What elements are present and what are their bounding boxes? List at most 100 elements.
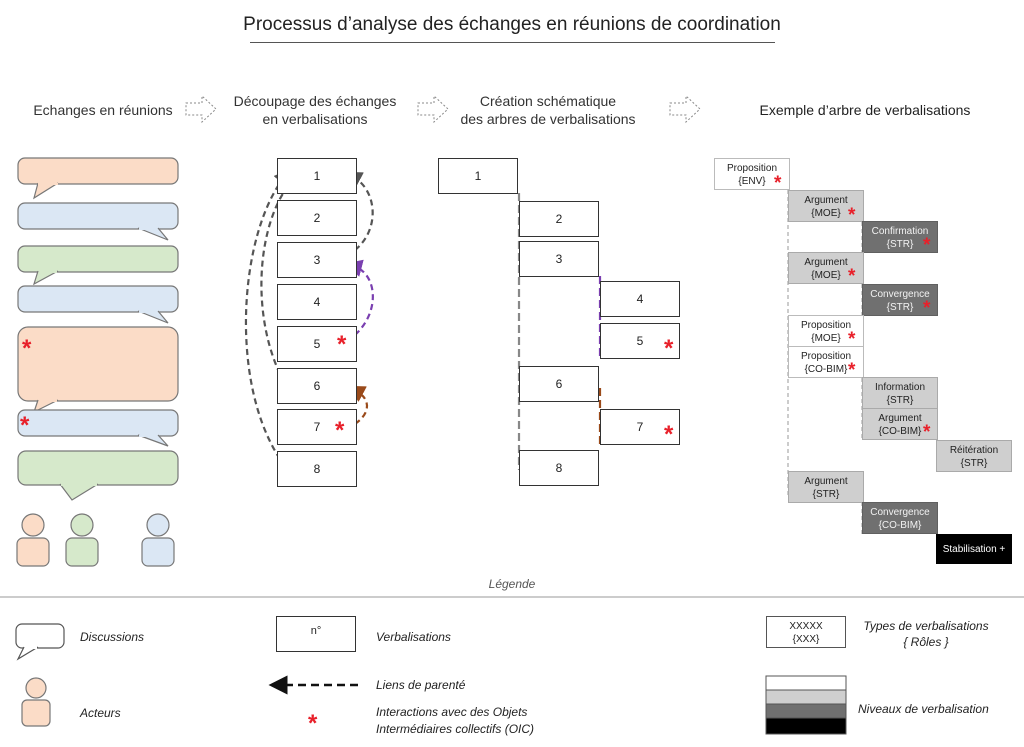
parent-link-6-1 bbox=[260, 174, 298, 375]
asterisk-icon: * bbox=[923, 422, 931, 443]
tree-node-type: Stabilisation + bbox=[942, 543, 1006, 555]
tree-node: Réitération {STR} bbox=[936, 440, 1012, 472]
legend-types-box-line1: XXXXX bbox=[789, 621, 823, 632]
tree-node-type: Réitération bbox=[949, 445, 999, 456]
verbalisation-box: 3 bbox=[277, 242, 357, 278]
tree-node-type: Argument bbox=[878, 413, 922, 424]
legend-niveaux-label: Niveaux de verbalisation bbox=[858, 702, 989, 716]
levels-swatch bbox=[765, 675, 847, 735]
tree-box: 2 bbox=[519, 201, 599, 237]
tree-node-role: {STR} bbox=[886, 239, 914, 250]
tree-box: 6 bbox=[519, 366, 599, 402]
tree-node: Proposition {ENV} bbox=[714, 158, 790, 190]
asterisk-icon: * bbox=[774, 173, 782, 194]
asterisk-icon: * bbox=[848, 329, 856, 350]
legend-interactions-line2: Intermédiaires collectifs (OIC) bbox=[376, 722, 535, 736]
page-title: Processus d’analyse des échanges en réun… bbox=[243, 14, 781, 35]
legend-discussions-label: Discussions bbox=[80, 630, 145, 644]
asterisk-icon: * bbox=[335, 417, 345, 444]
asterisk-icon: * bbox=[848, 205, 856, 226]
tree-node-role: {STR} bbox=[886, 395, 914, 406]
tree-node-role: {MOE} bbox=[811, 333, 841, 344]
parent-link-7-6 bbox=[347, 385, 369, 425]
asterisk-icon: * bbox=[664, 421, 674, 448]
tree-node-type: Convergence bbox=[870, 289, 930, 300]
asterisk-icon: * bbox=[22, 335, 32, 362]
tree-node-role: {STR} bbox=[960, 458, 988, 469]
tree-box: 5 bbox=[600, 323, 680, 359]
legend-heading: Légende bbox=[488, 577, 536, 591]
col-heading-creation-line2: des arbres de verbalisations bbox=[460, 111, 636, 127]
tree-box: 8 bbox=[519, 450, 599, 486]
speech-bubble-icon bbox=[17, 157, 179, 200]
tree-node: Proposition {CO-BIM} bbox=[788, 346, 864, 378]
tree-node-type: Information bbox=[874, 382, 926, 393]
actor-icon bbox=[16, 513, 50, 567]
tree-node-type: Proposition bbox=[800, 351, 852, 362]
verbalisation-box: 2 bbox=[277, 200, 357, 236]
col-heading-decoupage-line1: Découpage des échanges bbox=[233, 93, 397, 109]
legend-types-box: XXXXX {XXX} bbox=[766, 616, 846, 648]
arrow-right-icon bbox=[185, 94, 217, 124]
tree-node-type: Proposition bbox=[800, 320, 852, 331]
tree-node-role: {CO-BIM} bbox=[878, 520, 922, 531]
verbalisation-box: 5 bbox=[277, 326, 357, 362]
legend-types-line2: { Rôles } bbox=[903, 635, 949, 649]
tree-box: 1 bbox=[438, 158, 518, 194]
asterisk-icon: * bbox=[848, 360, 856, 381]
asterisk-icon: * bbox=[20, 412, 30, 439]
tree-node-type: Convergence bbox=[870, 507, 930, 518]
tree-node-role: {CO-BIM} bbox=[804, 364, 848, 375]
legend-interactions-label: Interactions avec des Objets Intermédiai… bbox=[376, 704, 534, 738]
tree-node: Stabilisation + bbox=[936, 534, 1012, 564]
tree-node: Information {STR} bbox=[862, 377, 938, 409]
tree-node-role: {STR} bbox=[886, 302, 914, 313]
verbalisation-box: 6 bbox=[277, 368, 357, 404]
tree-node-type: Argument bbox=[804, 195, 848, 206]
actor-icon bbox=[21, 677, 51, 727]
verbalisation-box: 8 bbox=[277, 451, 357, 487]
tree-node: Proposition {MOE} bbox=[788, 315, 864, 347]
arrow-right-icon bbox=[669, 94, 701, 124]
col-heading-decoupage: Découpage des échanges en verbalisations bbox=[220, 92, 410, 128]
tree-node-type: Argument bbox=[804, 257, 848, 268]
tree-node: Convergence {STR} bbox=[862, 284, 938, 316]
speech-bubble-icon bbox=[17, 245, 179, 286]
actor-icon bbox=[141, 513, 175, 567]
tree-node-role: {ENV} bbox=[738, 176, 766, 187]
tree-box: 4 bbox=[600, 281, 680, 317]
verbalisation-box: 7 bbox=[277, 409, 357, 445]
speech-bubble-icon bbox=[17, 202, 179, 241]
asterisk-icon: * bbox=[923, 298, 931, 319]
title-underline bbox=[250, 42, 775, 43]
asterisk-icon: * bbox=[923, 235, 931, 256]
tree-node-type: Argument bbox=[804, 476, 848, 487]
arrow-right-icon bbox=[417, 94, 449, 124]
tree-box: 3 bbox=[519, 241, 599, 277]
tree-node-role: {MOE} bbox=[811, 270, 841, 281]
speech-bubble-icon bbox=[17, 409, 179, 447]
legend-liens-label: Liens de parenté bbox=[376, 678, 466, 692]
legend-acteurs-label: Acteurs bbox=[80, 706, 121, 720]
col-heading-creation: Création schématique des arbres de verba… bbox=[448, 92, 648, 128]
speech-bubble-icon bbox=[17, 285, 179, 324]
legend-verbalisations-label: Verbalisations bbox=[376, 630, 451, 644]
speech-bubble-icon bbox=[17, 450, 179, 501]
tree-node-role: {CO-BIM} bbox=[878, 426, 922, 437]
tree-node: Argument {MOE} bbox=[788, 190, 864, 222]
legend-verbalisation-box: n° bbox=[276, 616, 356, 652]
tree-node-role: {MOE} bbox=[811, 208, 841, 219]
actor-icon bbox=[65, 513, 99, 567]
tree-node: Argument {CO-BIM} bbox=[862, 408, 938, 440]
asterisk-icon: * bbox=[848, 266, 856, 287]
parent-link-5-3 bbox=[344, 259, 374, 336]
speech-bubble-icon bbox=[15, 623, 65, 661]
asterisk-icon: * bbox=[337, 331, 347, 358]
asterisk-icon: * bbox=[664, 335, 674, 362]
col-heading-exemple: Exemple d’arbre de verbalisations bbox=[759, 102, 971, 118]
tree-box: 7 bbox=[600, 409, 680, 445]
legend-types-box-line2: {XXX} bbox=[792, 634, 820, 645]
tree-node: Argument {STR} bbox=[788, 471, 864, 503]
legend-types-line1: Types de verbalisations bbox=[863, 619, 989, 633]
legend-interactions-line1: Interactions avec des Objets bbox=[376, 705, 528, 719]
